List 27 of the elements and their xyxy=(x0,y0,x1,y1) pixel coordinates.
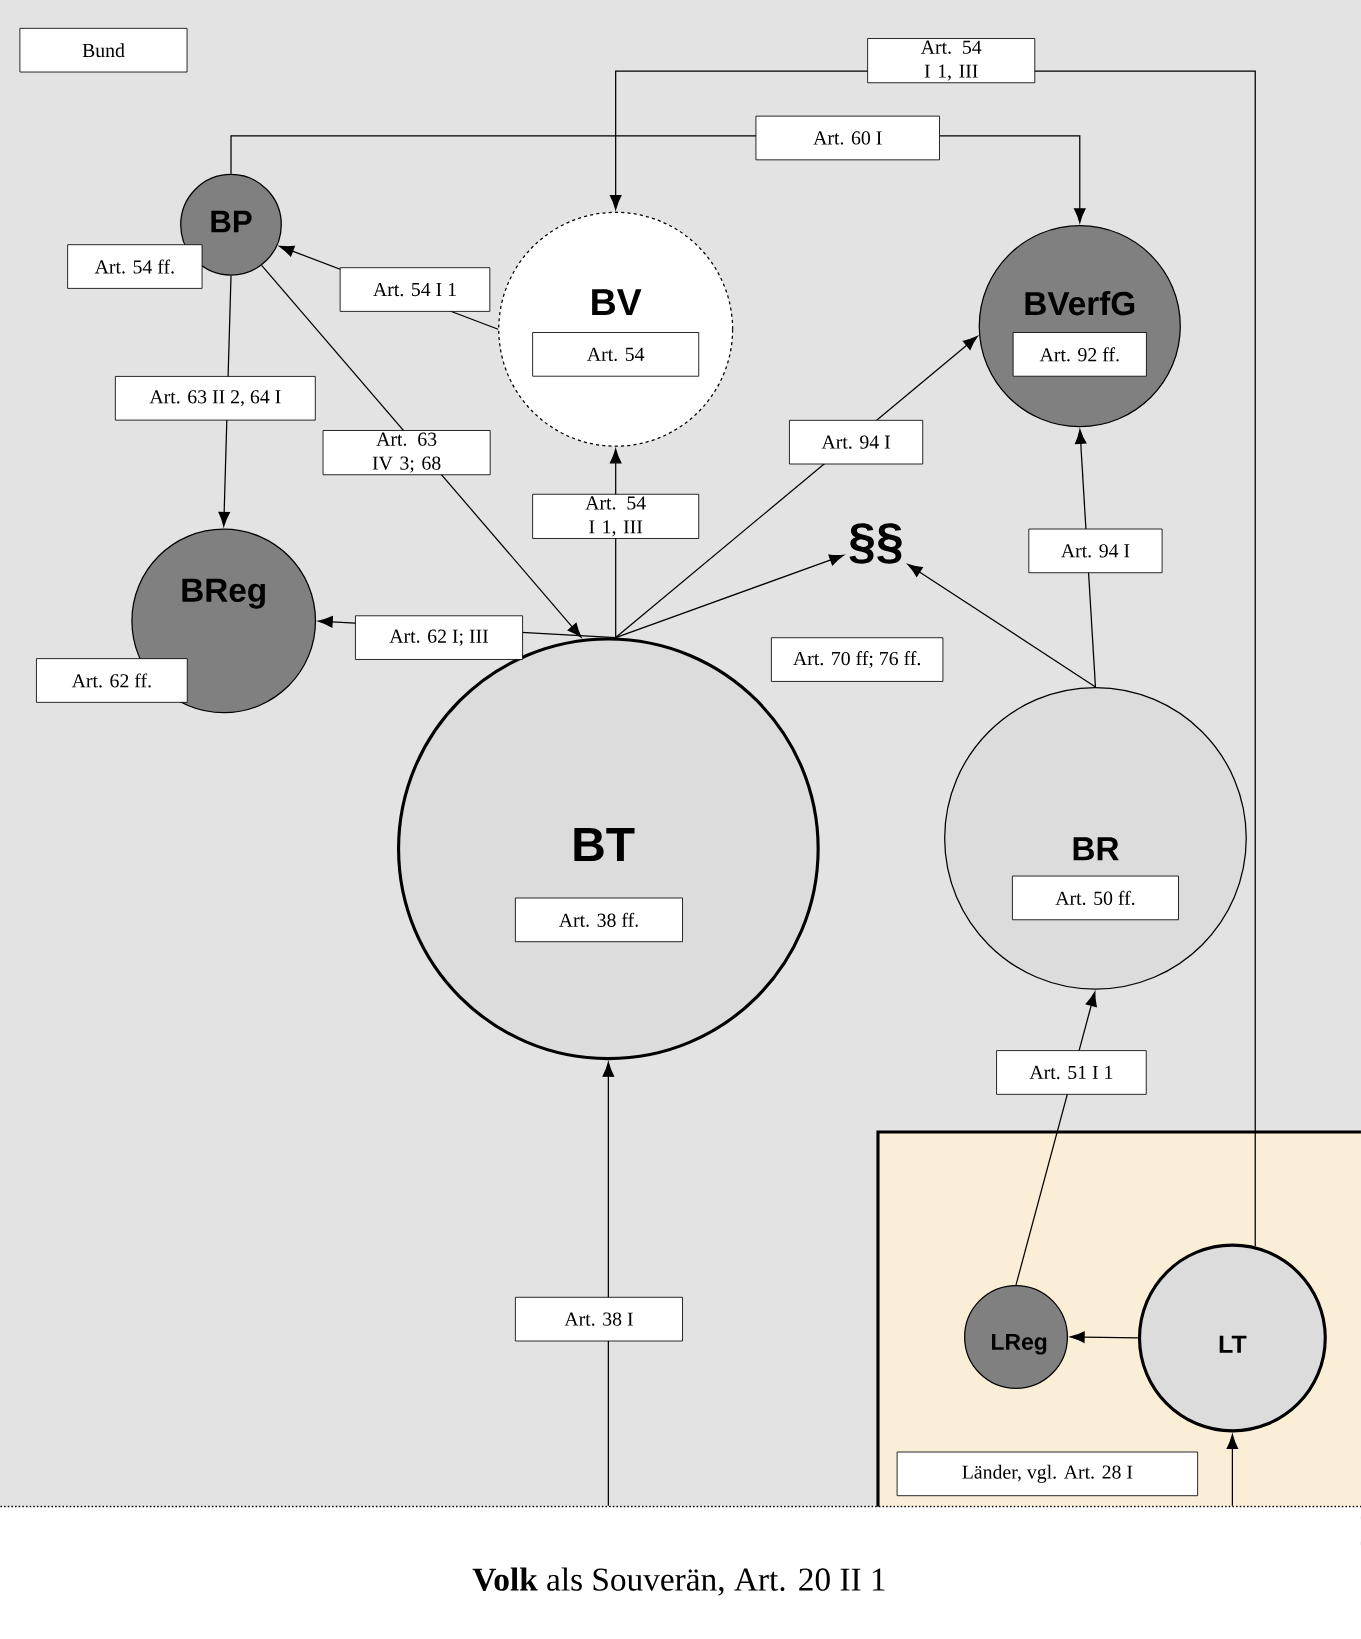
edge-label: Art. 62 I; III xyxy=(355,615,524,660)
article-box: Art. 92 ff. xyxy=(1012,332,1147,377)
edge-label: Art. 94 I xyxy=(1028,528,1163,574)
edge-label: Art. 63 IV 3; 68 xyxy=(322,430,491,476)
arrow xyxy=(1226,1434,1239,1507)
edge-label: Art. 94 I xyxy=(789,419,924,465)
edge-label: Art. 63 II 2, 64 I xyxy=(114,376,316,421)
arrow xyxy=(1070,1331,1139,1343)
edge-label: Art. 51 I 1 xyxy=(996,1050,1147,1095)
arrow xyxy=(602,1062,615,1507)
article-box: Art. 50 ff. xyxy=(1012,875,1179,921)
article-box: Art. 54 ff. xyxy=(67,244,203,289)
article-box: Art. 62 ff. xyxy=(36,658,188,703)
article-box: Art. 38 ff. xyxy=(515,897,683,943)
edge-label: Art. 54 I 1, III xyxy=(867,38,1036,84)
arrow xyxy=(609,70,1256,1247)
paragraph-sign: §§ xyxy=(849,523,902,564)
edge-label: Art. 38 I xyxy=(515,1296,683,1342)
arrow xyxy=(907,563,1097,688)
edge-label: Art. 54 I 1 xyxy=(339,267,491,312)
arrow xyxy=(261,264,582,638)
node-label: Volk als Souverän, Art. 20 II 1 xyxy=(472,1567,885,1596)
edge-label: Art. 54 I 1, III xyxy=(532,493,700,539)
article-box: Art. 54 xyxy=(532,332,700,377)
arrow xyxy=(615,554,845,639)
article-box: Art. 70 ff; 76 ff. xyxy=(771,637,944,682)
edge-label: Art. 60 I xyxy=(755,115,940,161)
